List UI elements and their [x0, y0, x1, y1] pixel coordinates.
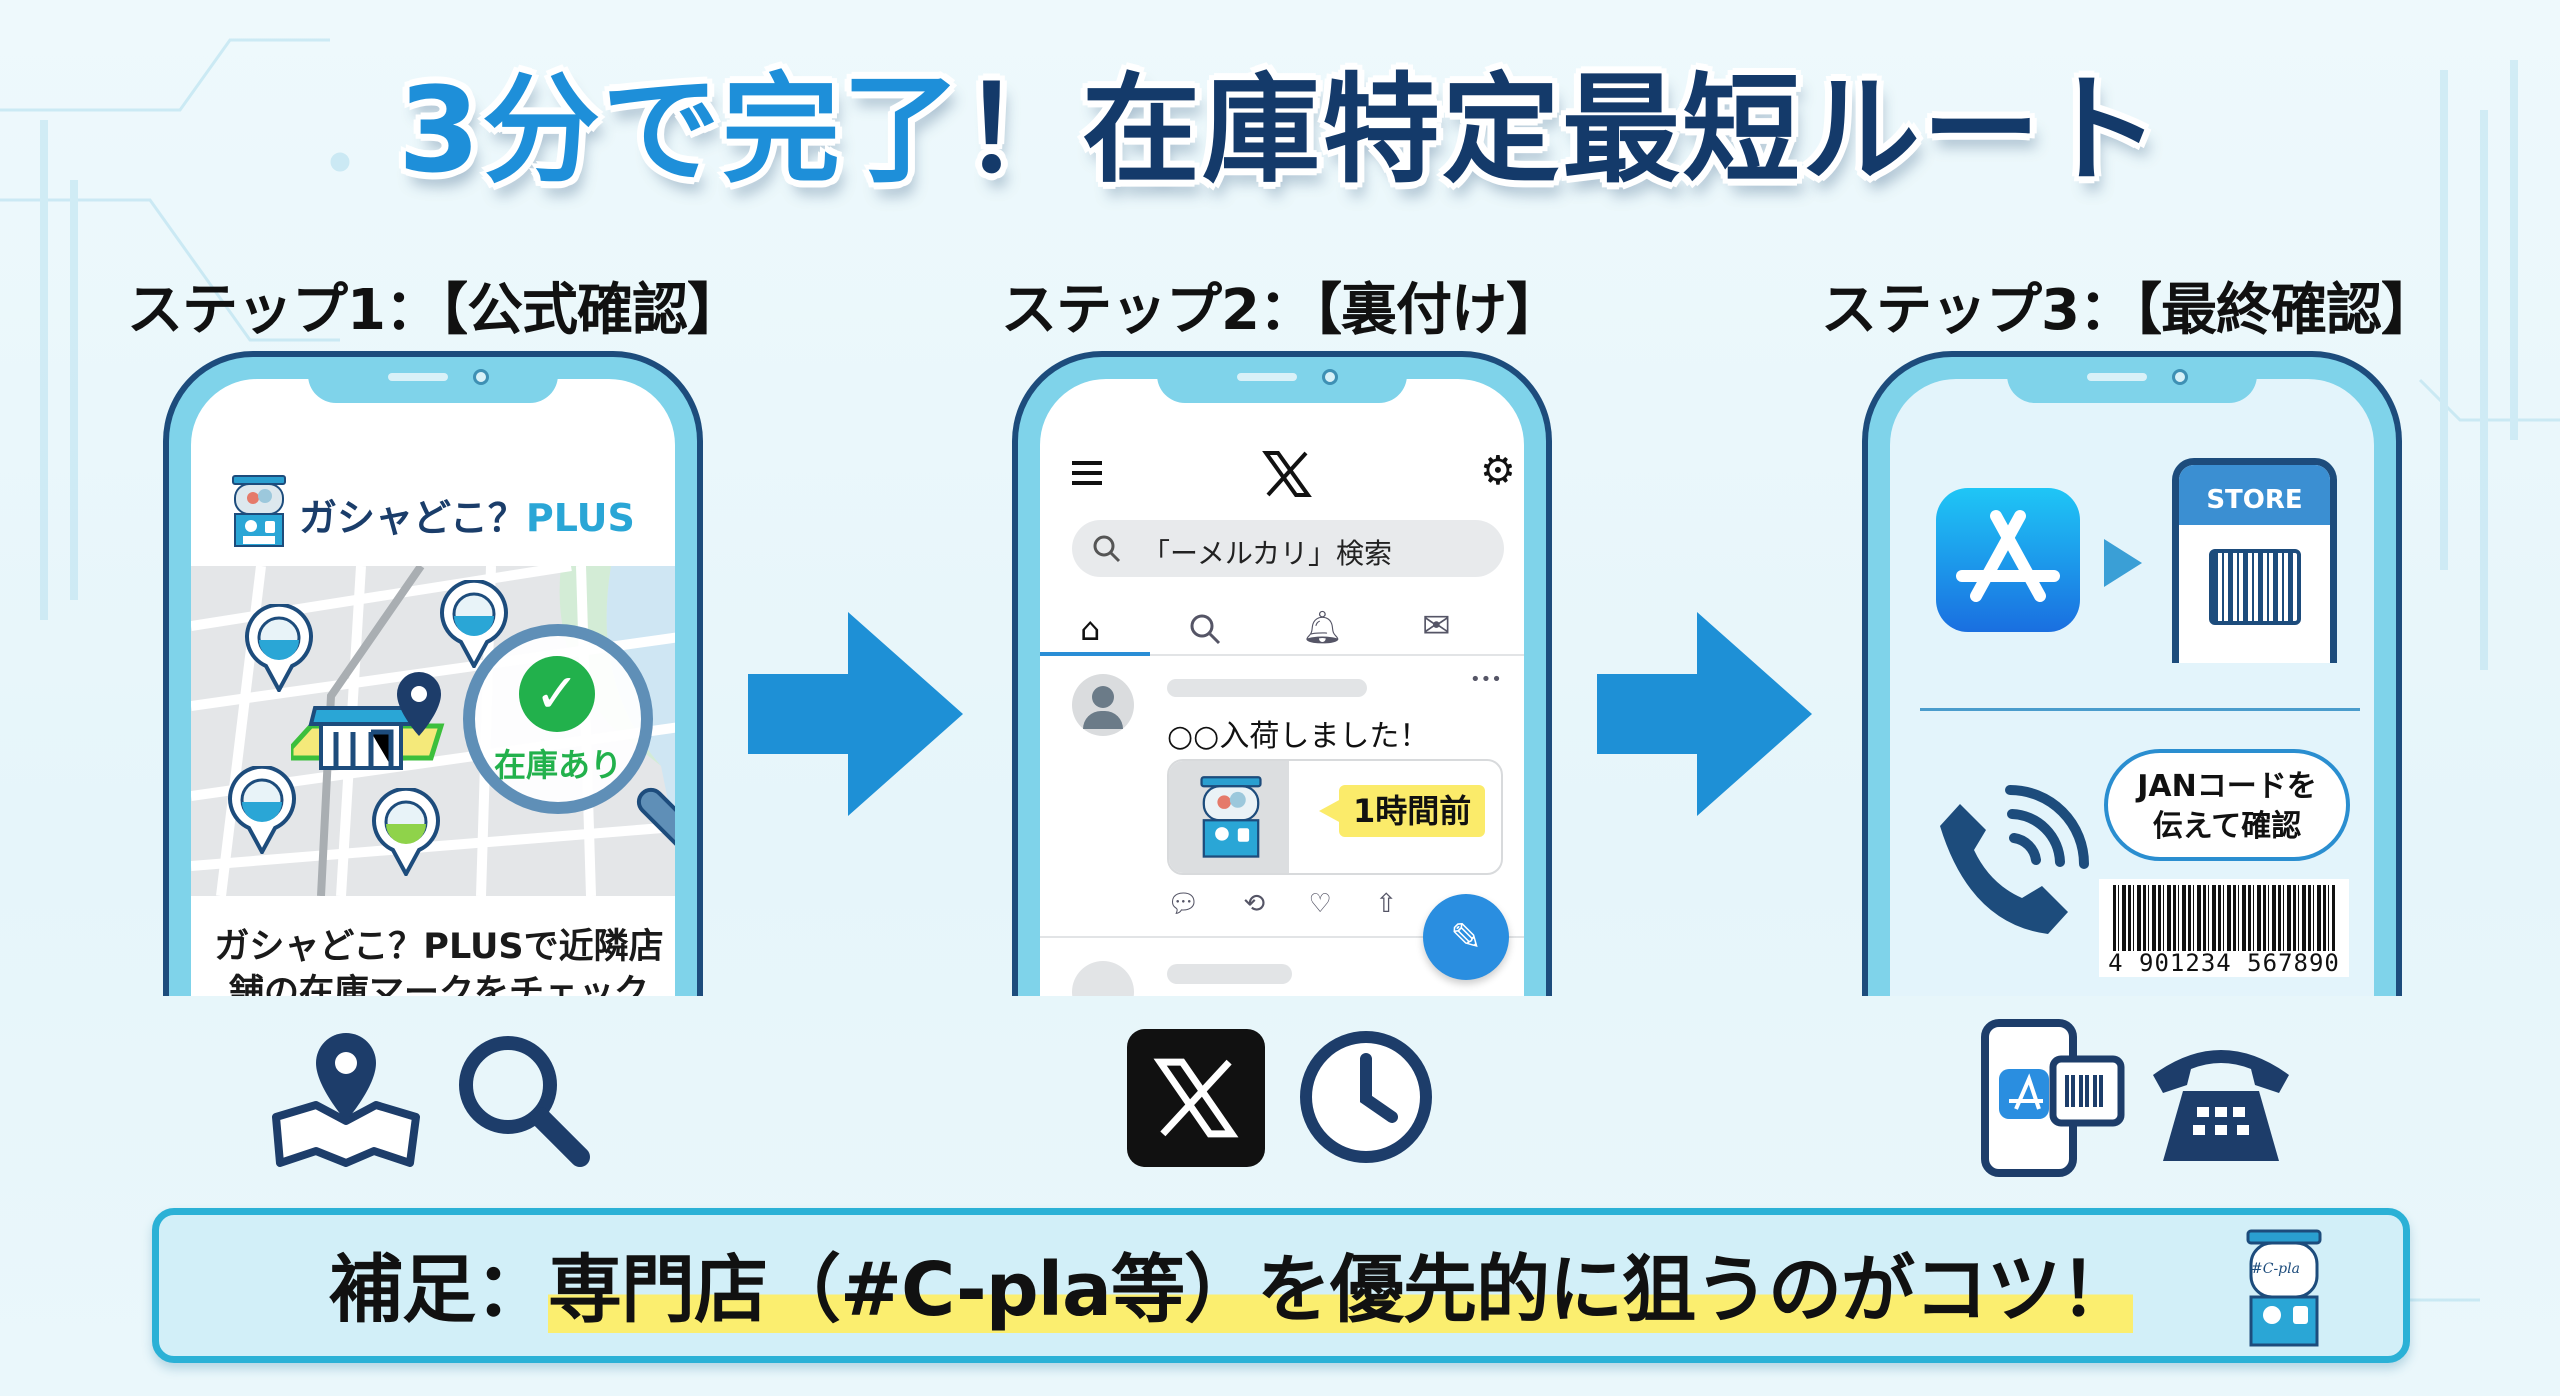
clock-icon: [1300, 1031, 1432, 1163]
x-app-icon: [1127, 1029, 1265, 1167]
x-logo-icon: [1262, 451, 1312, 497]
map-pin-icon: [272, 1033, 420, 1167]
hamburger-menu-icon[interactable]: [1072, 461, 1102, 485]
play-arrow-icon: [2104, 539, 2142, 587]
search-input[interactable]: 「ーメルカリ」検索: [1072, 520, 1504, 577]
jan-barcode: 4 901234 567890: [2099, 879, 2349, 977]
divider: [1920, 708, 2360, 711]
step1-phone: ガシャどこ？PLUS ✓ 在庫あり ガシャ: [163, 351, 703, 996]
title-main: ！在庫特定最短ルート: [962, 61, 2163, 199]
arrow-right-icon: [1597, 612, 1812, 816]
tip-banner: 補足：専門店（#C-pla等）を優先的に狙うのがコツ！ #C-pla: [152, 1208, 2410, 1363]
app-title: ガシャどこ？PLUS: [299, 487, 635, 542]
phone-screen: STORE JANコードを 伝えて確認 4 901234 567890: [1890, 379, 2374, 996]
gacha-pin-icon-instock[interactable]: [371, 788, 441, 876]
bubble-line: 伝えて確認: [2152, 809, 2302, 844]
tab-notifications-icon[interactable]: 🔔︎: [1302, 608, 1343, 646]
gacha-pin-icon[interactable]: [244, 604, 314, 692]
avatar-skeleton: [1072, 961, 1134, 996]
post-text: ○○入荷しました！: [1167, 719, 1430, 754]
tab-messages-icon[interactable]: ✉: [1422, 606, 1451, 646]
step2-label: ステップ2：【裏付け】: [1001, 278, 1562, 343]
store-app-phone: STORE: [2172, 458, 2337, 663]
time-badge: 1時間前: [1339, 785, 1486, 837]
store-label: STORE: [2179, 465, 2330, 525]
text-skeleton: [1167, 964, 1292, 984]
share-icon[interactable]: ⇧: [1375, 889, 1397, 919]
step1-label: ステップ1：【公式確認】: [127, 278, 743, 343]
gacha-thumbnail: [1169, 761, 1289, 873]
repost-icon[interactable]: ⟲: [1243, 889, 1266, 919]
check-icon: ✓: [519, 656, 595, 732]
title-highlight: 3分で完了: [397, 61, 963, 199]
barcode-number: 4 901234 567890: [2108, 949, 2340, 977]
search-icon: [1093, 535, 1121, 563]
phone-call-icon: [1940, 785, 2089, 934]
caption-line: ガシャどこ？PLUSで近隣店: [214, 927, 664, 967]
tab-active-indicator: [1040, 652, 1150, 656]
telephone-icon: [2153, 1050, 2289, 1161]
more-menu-icon[interactable]: •••: [1470, 669, 1502, 690]
magnifier-overlay: ✓ 在庫あり: [463, 624, 653, 814]
gacha-machine-icon: [229, 474, 289, 550]
gacha-pin-icon[interactable]: [227, 766, 297, 854]
speech-bubble: JANコードを 伝えて確認: [2104, 749, 2350, 861]
phone-screen: ガシャどこ？PLUS ✓ 在庫あり ガシャ: [191, 379, 675, 996]
tip-text: 補足：専門店（#C-pla等）を優先的に狙うのがコツ！: [329, 1245, 2134, 1335]
reply-icon[interactable]: 💬︎: [1167, 889, 1201, 919]
phone-notch: [2007, 357, 2257, 403]
search-magnifier-icon: [459, 1036, 590, 1167]
phone-screen: ⚙ 「ーメルカリ」検索 ⌂ 🔔︎ ✉ ••• ○○入荷しました！ 1時間前 💬︎…: [1040, 379, 1524, 996]
page-title: 3分で完了！在庫特定最短ルート: [0, 55, 2560, 205]
search-text: 「ーメルカリ」検索: [1142, 537, 1393, 570]
tab-search-icon[interactable]: [1188, 612, 1222, 646]
tab-home-icon[interactable]: ⌂: [1080, 610, 1101, 648]
barcode-bars: [2113, 885, 2335, 951]
like-icon[interactable]: ♡: [1308, 889, 1332, 919]
step3-label: ステップ3：【最終確認】: [1821, 278, 2437, 343]
phone-notch: [1157, 357, 1407, 403]
app-barcode-phone-icon: [1981, 1019, 2125, 1177]
step3-phone: STORE JANコードを 伝えて確認 4 901234 567890: [1862, 351, 2402, 996]
divider: [1040, 936, 1524, 938]
gacha-pin-icon[interactable]: [439, 580, 509, 668]
username-skeleton: [1167, 679, 1367, 697]
cpla-gacha-mascot: #C-pla: [2239, 1227, 2329, 1349]
tab-bar: ⌂ 🔔︎ ✉: [1040, 604, 1524, 656]
tip-highlight: 専門店（#C-pla等）を優先的に狙うのがコツ！: [548, 1247, 2134, 1333]
post-actions: 💬︎ ⟲ ♡ ⇧: [1167, 889, 1397, 919]
arrow-right-icon: [748, 612, 963, 816]
app-name: ガシャどこ？: [299, 496, 526, 540]
avatar[interactable]: [1072, 674, 1134, 736]
store-icon[interactable]: [291, 668, 451, 778]
phone-notch: [308, 357, 558, 403]
stock-badge: 在庫あり: [493, 746, 622, 784]
step1-caption: ガシャどこ？PLUSで近隣店 舗の在庫マークをチェック: [191, 924, 675, 996]
compose-button[interactable]: ✎: [1423, 894, 1509, 980]
barcode-scan-icon: [2209, 549, 2301, 625]
tip-prefix: 補足：: [329, 1247, 549, 1333]
badge-pointer: [1319, 799, 1341, 823]
app-store-icon[interactable]: [1936, 488, 2080, 632]
app-suffix: PLUS: [525, 496, 635, 540]
mascot-label: #C-pla: [2251, 1261, 2300, 1277]
step2-phone: ⚙ 「ーメルカリ」検索 ⌂ 🔔︎ ✉ ••• ○○入荷しました！ 1時間前 💬︎…: [1012, 351, 1552, 996]
caption-line: 舗の在庫マークをチェック: [228, 973, 649, 996]
post-media-card[interactable]: 1時間前: [1167, 759, 1503, 875]
bubble-line: JANコードを: [2137, 769, 2317, 804]
store-map[interactable]: ✓ 在庫あり: [191, 566, 675, 896]
settings-gear-icon[interactable]: ⚙: [1480, 448, 1516, 494]
